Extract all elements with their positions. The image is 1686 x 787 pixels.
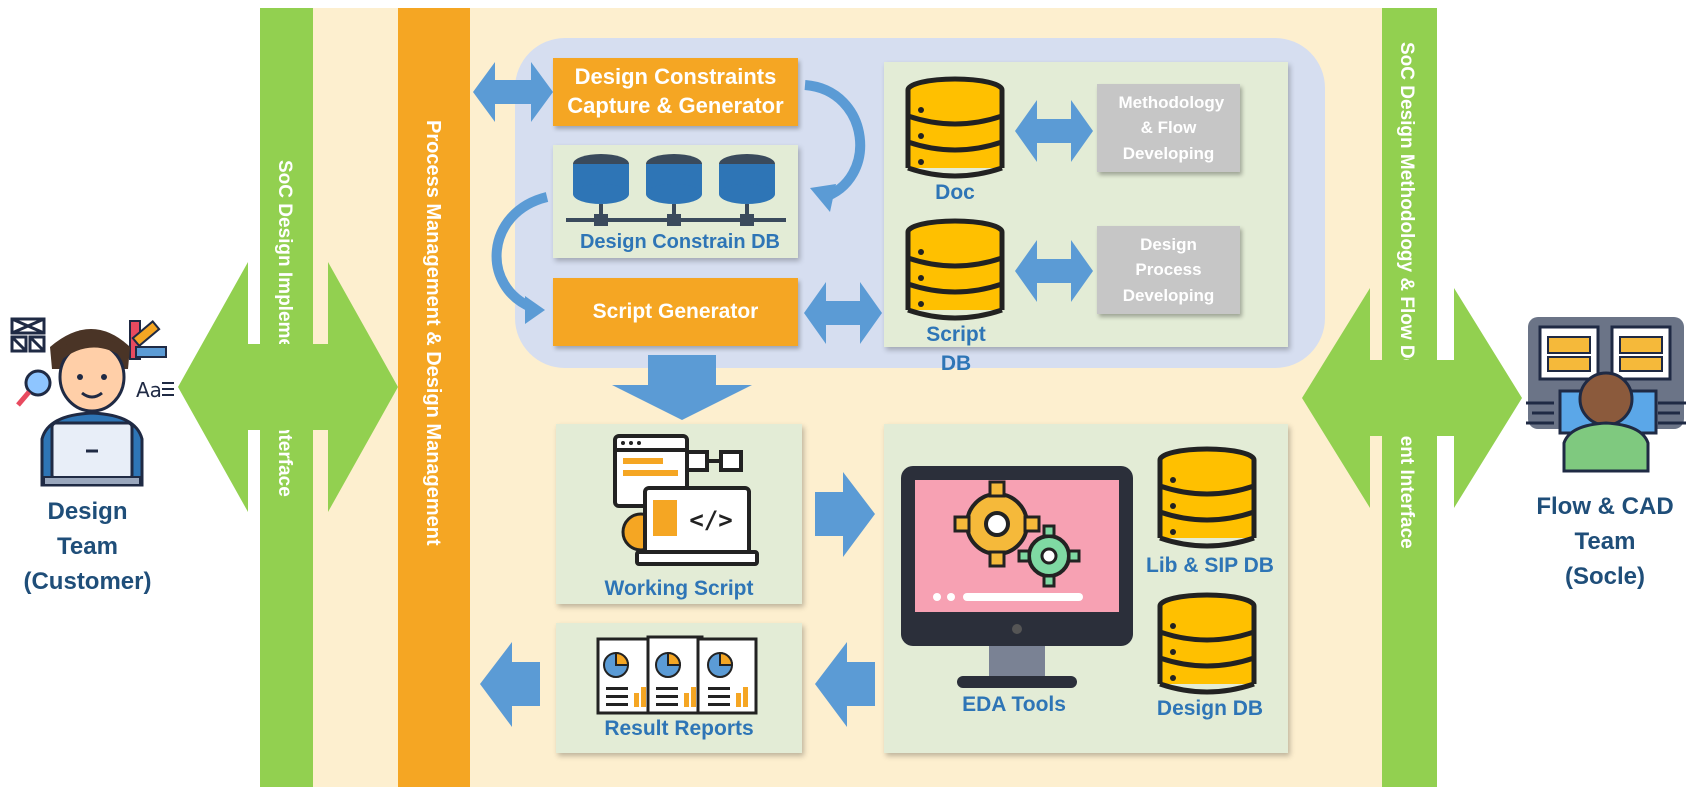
design-db-icon (1157, 592, 1257, 695)
design-process-label: Design Process Developing (1122, 234, 1215, 305)
down-arrow (612, 355, 752, 420)
cad-team-line3: (Socle) (1564, 562, 1645, 590)
working-script-label: Working Script (604, 577, 754, 600)
script-generator-box[interactable]: Script Generator (553, 278, 798, 346)
scriptdb-process-arrow (1015, 240, 1093, 302)
eda-monitor-icon (901, 466, 1133, 688)
eda-tools-label: EDA Tools (962, 693, 1066, 716)
left-arrow-reports (815, 642, 875, 727)
design-team-label: Design Team (Customer) (0, 495, 175, 599)
script-gen-db-arrow (804, 282, 882, 344)
design-process-box[interactable]: Design Process Developing (1097, 226, 1240, 314)
doc-methodology-arrow (1015, 100, 1093, 162)
constraints-capture-box[interactable]: Design Constraints Capture & Generator (553, 58, 798, 126)
lib-sip-db-label: Lib & SIP DB (1146, 554, 1274, 577)
left-double-arrow (178, 262, 398, 512)
svg-text:</>: </> (689, 506, 732, 534)
design-db-label: Design DB (1156, 697, 1264, 720)
left-arrow-out (480, 642, 540, 727)
cad-team-avatar-icon (1526, 317, 1686, 473)
reports-icon (596, 635, 758, 715)
constrain-db-label: Design Constrain DB (579, 231, 781, 253)
doc-db-icon (905, 76, 1005, 179)
script-db-icon (905, 218, 1005, 321)
cad-team-line2: Team (1574, 527, 1636, 555)
design-team-line1: Design (47, 498, 128, 525)
methodology-box[interactable]: Methodology & Flow Developing (1097, 84, 1240, 172)
middle-management-band (398, 8, 470, 787)
svg-text:Aa: Aa (136, 378, 162, 402)
right-double-arrow (1302, 288, 1522, 508)
result-reports-panel: Result Reports (556, 623, 802, 753)
working-script-panel: </> Working Script (556, 424, 802, 604)
constrain-db-icons (566, 154, 786, 226)
designer-avatar-icon: Aa (10, 317, 174, 487)
result-reports-label: Result Reports (604, 717, 754, 740)
code-icon: </> (613, 434, 759, 566)
constraints-capture-label: Design Constraints Capture & Generator (567, 64, 784, 118)
right-arrow-eda (815, 472, 875, 557)
script-generator-label: Script Generator (592, 300, 759, 324)
lib-sip-db-icon (1157, 446, 1257, 549)
doc-db-label: Doc (935, 181, 975, 204)
cad-team-label: Flow & CAD Team (Socle) (1515, 490, 1686, 594)
curved-arrow-left (491, 192, 549, 324)
curved-arrow-right (804, 80, 866, 212)
script-db-label: Script DB (926, 323, 986, 376)
design-team-line2: Team (57, 532, 118, 560)
cad-team-line1: Flow & CAD (1536, 493, 1674, 520)
top-left-double-arrow (473, 62, 553, 122)
middle-management-label: Process Management & Design Management (422, 120, 444, 546)
methodology-label: Methodology & Flow Developing (1118, 92, 1225, 163)
design-team-line3: (Customer) (23, 567, 152, 595)
